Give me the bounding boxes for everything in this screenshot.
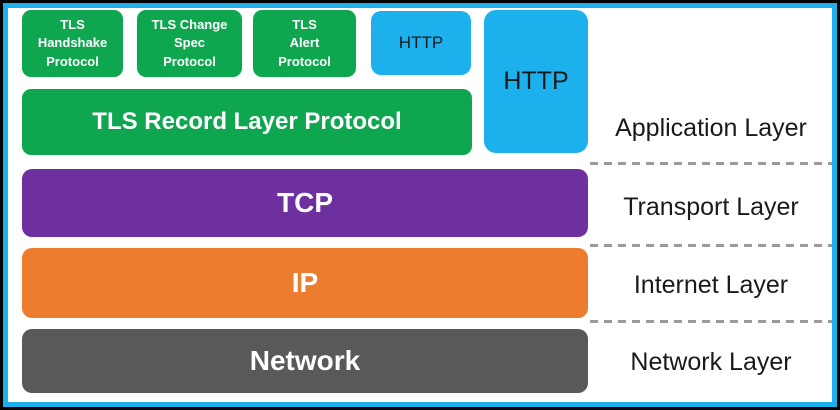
dashed-divider-transport-internet [590,244,832,247]
label-internet-layer: Internet Layer [633,270,789,299]
box-tls-alert-protocol: TLS Alert Protocol [253,10,356,77]
box-tls-record-layer-protocol: TLS Record Layer Protocol [22,89,472,155]
box-tcp: TCP [22,169,588,237]
box-http-tall: HTTP [484,10,588,153]
box-ip: IP [22,248,588,318]
box-network: Network [22,329,588,393]
box-tls-change-spec-protocol: TLS Change Spec Protocol [137,10,242,77]
dashed-divider-application-transport [590,162,832,165]
label-application-layer: Application Layer [615,113,807,142]
dashed-divider-internet-network [590,320,832,323]
box-http-small: HTTP [371,11,471,75]
box-tls-handshake-protocol: TLS Handshake Protocol [22,10,123,77]
label-network-layer: Network Layer [630,347,792,376]
label-transport-layer: Transport Layer [623,192,799,221]
